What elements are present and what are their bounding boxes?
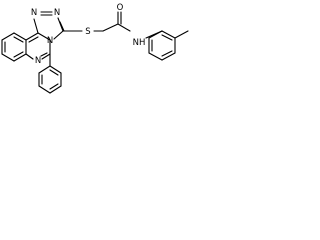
atom-n-triazole-mid: N (47, 36, 53, 46)
pyrimidine-ring (25, 32, 51, 60)
tolyl-ring (145, 30, 189, 61)
atom-n-quinaz: N (35, 56, 41, 66)
atom-n-triazole-top: N (31, 8, 37, 18)
benzo-ring (1, 32, 27, 62)
atom-n-triazole-right: N (54, 8, 60, 18)
molecule-diagram: N N N N S O NH (0, 0, 208, 102)
phenyl-ring (38, 53, 62, 94)
triazole-ring (33, 11, 65, 40)
structure-svg: N N N N S O NH (1, 3, 189, 94)
atom-s-thioether: S (85, 27, 90, 37)
linker-chain (62, 11, 131, 32)
atom-nh-amide: NH (133, 38, 146, 48)
atom-o-carbonyl: O (117, 3, 124, 13)
